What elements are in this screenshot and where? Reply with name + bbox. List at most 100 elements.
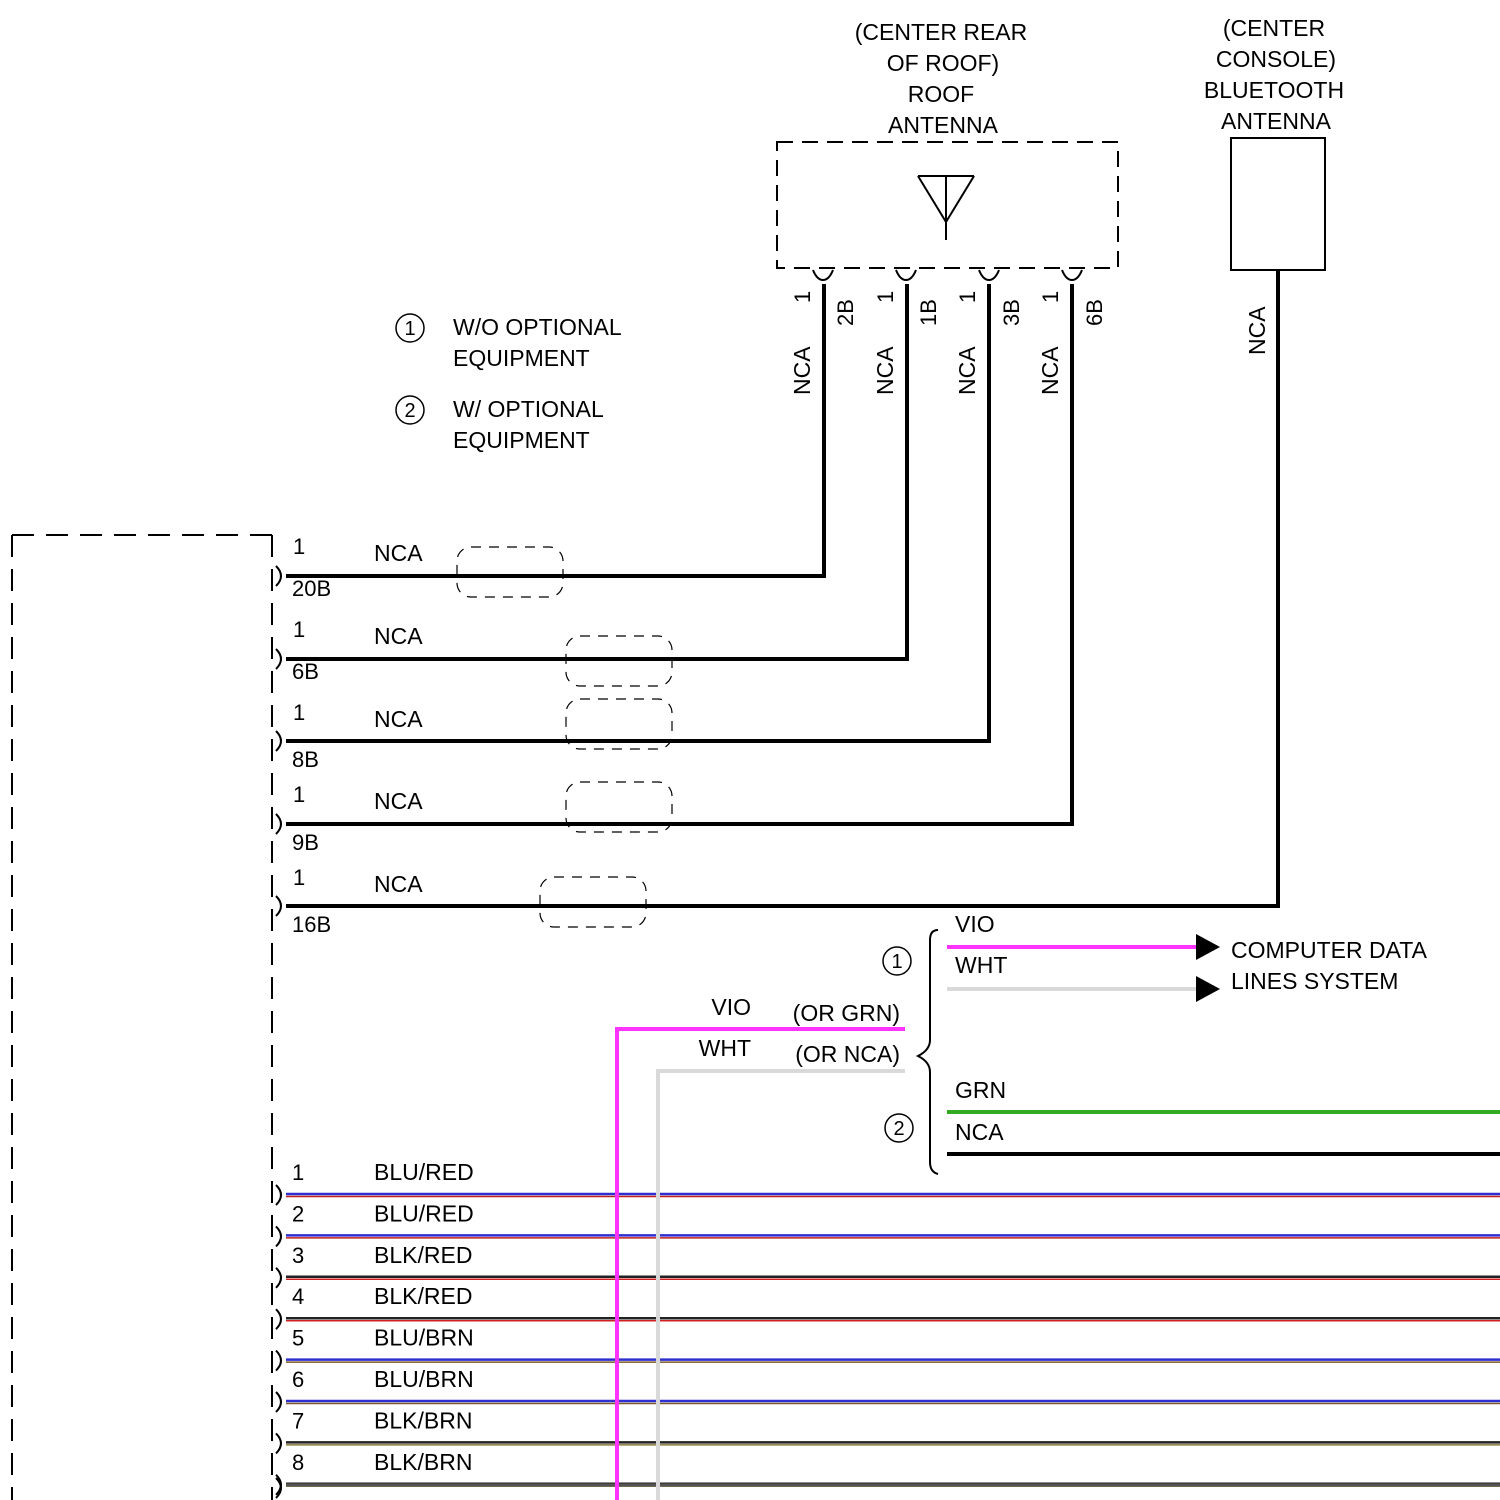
roof-antenna-box: [777, 142, 1118, 268]
pin-connector-icon: [276, 1226, 281, 1246]
shield-icon: [540, 877, 646, 927]
legend-num: 2: [404, 400, 415, 422]
roof-antenna-label-2: OF ROOF): [887, 50, 999, 76]
coax-pin-cavity: 8B: [292, 747, 319, 772]
coax-wire-color: NCA: [374, 871, 423, 897]
coax-pin-cavity: 9B: [292, 830, 319, 855]
opt2-grn-label: GRN: [955, 1077, 1006, 1103]
bt-antenna-label-3: BLUETOOTH: [1204, 77, 1344, 103]
coax-wire-color: NCA: [374, 788, 423, 814]
legend-text: EQUIPMENT: [453, 345, 590, 371]
wire-color-label: BLK/BRN: [374, 1407, 472, 1433]
legend-num: 1: [404, 318, 415, 340]
coax-pin-num: 1: [293, 865, 305, 890]
antenna-pin-num: 1: [1038, 291, 1063, 303]
wire-pin-num: 3: [292, 1243, 304, 1268]
bt-antenna-label-4: ANTENNA: [1221, 108, 1332, 134]
wire-pin-num: 6: [292, 1367, 304, 1392]
coax-wires: [286, 271, 1278, 906]
option-brace: [918, 930, 938, 1174]
coax-wire: [286, 271, 1278, 906]
arrow-right-icon: [1196, 934, 1220, 960]
pin-connector-icon: [276, 731, 281, 751]
wire-pin-num: 2: [292, 1201, 304, 1226]
legend-text: W/O OPTIONAL: [453, 314, 622, 340]
pin-connector-icon: [276, 1433, 281, 1453]
bt-antenna-label-2: CONSOLE): [1216, 46, 1336, 72]
wire-color-label: BLU/BRN: [374, 1366, 474, 1392]
dest-label-1: COMPUTER DATA: [1231, 937, 1428, 963]
pin-connector-icon: [276, 1392, 281, 1412]
antenna-pin-group: 1 2B NCA 1 1B NCA 1 3B NCA 1 6B NCA: [789, 270, 1107, 395]
pin-connector-icon: [276, 649, 281, 669]
roof-antenna-label-4: ANTENNA: [888, 112, 999, 138]
pin-connector-icon: [1062, 270, 1082, 280]
option-num: 1: [891, 951, 902, 973]
pin-connector-icon: [813, 270, 833, 280]
antenna-wire-color: NCA: [1037, 346, 1063, 395]
coax-pin-cavity: 16B: [292, 912, 331, 937]
wire-pin-num: 7: [292, 1408, 304, 1433]
roof-antenna-label-1: (CENTER REAR: [855, 19, 1028, 45]
pin-connector-icon: [276, 896, 281, 916]
opt1-vio-label: VIO: [955, 911, 995, 937]
pin-connector-icon: [276, 814, 281, 834]
coax-pin-cavity: 6B: [292, 659, 319, 684]
wire-color-label: BLU/BRN: [374, 1325, 474, 1351]
pin-connector-icon: [276, 1309, 281, 1329]
shield-icon: [457, 547, 563, 597]
wire-pin-num: 5: [292, 1326, 304, 1351]
pin-connector-icon: [896, 270, 916, 280]
coax-wire-color: NCA: [374, 623, 423, 649]
row9-partial: [276, 1478, 1500, 1498]
antenna-symbol-icon: [918, 176, 974, 240]
arrow-right-icon: [1196, 976, 1220, 1002]
antenna-pin-cavity: 6B: [1082, 299, 1107, 326]
wire-pin-num: 8: [292, 1450, 304, 1475]
bt-wire-color: NCA: [1244, 306, 1270, 355]
antenna-wire-color: NCA: [954, 346, 980, 395]
coax-pin-num: 1: [293, 700, 305, 725]
wire-color-label: BLK/BRN: [374, 1449, 472, 1475]
wht-wire: [658, 1071, 905, 1500]
coax-pin-cavity: 20B: [292, 576, 331, 601]
pin-connector-icon: [276, 1268, 281, 1288]
legend: 1 W/O OPTIONAL EQUIPMENT 2 W/ OPTIONAL E…: [396, 314, 622, 453]
roof-antenna-label-3: ROOF: [908, 81, 974, 107]
coax-wire: [286, 284, 907, 659]
legend-text: EQUIPMENT: [453, 427, 590, 453]
dest-label-2: LINES SYSTEM: [1231, 968, 1398, 994]
module-box: [12, 535, 272, 1500]
wire-color-label: BLU/RED: [374, 1159, 474, 1185]
pin-connector-icon: [276, 1351, 281, 1371]
roof-antenna: (CENTER REAR OF ROOF) ROOF ANTENNA: [777, 19, 1118, 268]
bluetooth-antenna: (CENTER CONSOLE) BLUETOOTH ANTENNA NCA: [1204, 15, 1344, 355]
antenna-wire-color: NCA: [789, 346, 815, 395]
left-vio-label: VIO: [711, 994, 751, 1020]
or-grn-label: (OR GRN): [793, 1000, 900, 1026]
coax-wire-color: NCA: [374, 706, 423, 732]
wire-color-label: BLU/RED: [374, 1200, 474, 1226]
shield-icons: [457, 547, 672, 927]
legend-text: W/ OPTIONAL: [453, 396, 604, 422]
or-nca-label: (OR NCA): [795, 1041, 900, 1067]
wire-color-label: BLK/RED: [374, 1242, 472, 1268]
bt-antenna-box: [1231, 138, 1325, 270]
antenna-pin-cavity: 3B: [999, 299, 1024, 326]
coax-pin-num: 1: [293, 782, 305, 807]
coax-labels: 1 20B NCA 1 6B NCA 1 8B NCA 1 9B NCA 1 1…: [276, 534, 423, 937]
wire-pin-num: 4: [292, 1284, 304, 1309]
antenna-pin-num: 1: [873, 291, 898, 303]
left-wht-label: WHT: [699, 1035, 751, 1061]
wire-pin-num: 1: [292, 1160, 304, 1185]
coax-wire-color: NCA: [374, 540, 423, 566]
antenna-pin-cavity: 2B: [833, 299, 858, 326]
pin-connector-icon: [276, 566, 281, 586]
opt2-nca-label: NCA: [955, 1119, 1004, 1145]
antenna-wire-color: NCA: [872, 346, 898, 395]
data-lines: VIO WHT (OR GRN) (OR NCA) 1 VIO WHT COMP…: [617, 911, 1500, 1500]
antenna-pin-num: 1: [790, 291, 815, 303]
pin-connector-icon: [979, 270, 999, 280]
